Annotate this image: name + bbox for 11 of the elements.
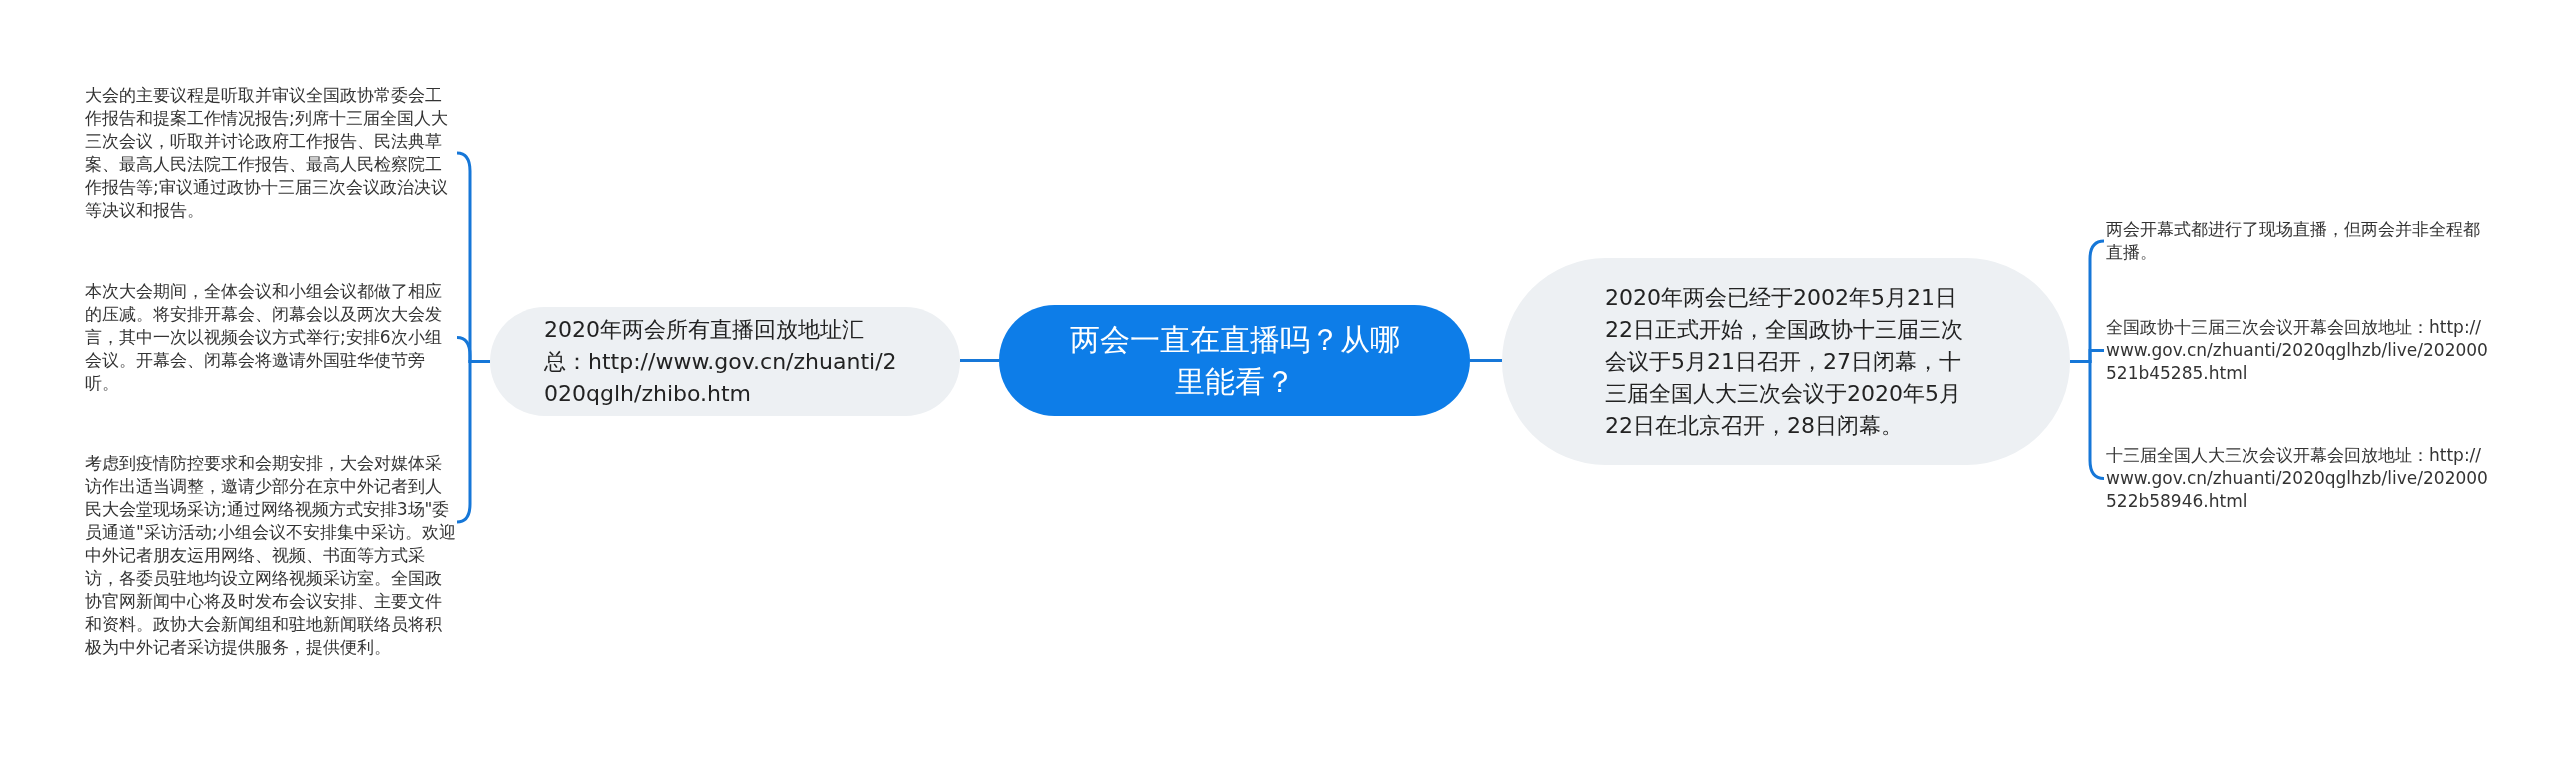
note-text: 考虑到疫情防控要求和会期安排，大会对媒体采访作出适当调整，邀请少部分在京中外记者到人民大会堂现场采访;通过网络视频方式安排3场"委员通道"采访活动;小组会议不安排集中采访。欢迎中外记者朋友运用网络、视频、书面等方式采访，各委员驻地均设立网络视频采访室。全国政协官网新闻中心将及时发布会议安排、主要文件和资料。政协大会新闻组和驻地新闻联络员将积极为中外记者采访提供服务，提供便利。 (85, 452, 457, 659)
topic-label: 2020年两会所有直播回放地址汇总：http://www.gov.cn/zhuanti/2020qglh/zhibo.htm (544, 315, 898, 408)
connector-line (1470, 359, 1502, 362)
note-text: 全国政协十三届三次会议开幕会回放地址：http://www.gov.cn/zhuanti/2020qglhzb/live/202000521b45285.html (2106, 316, 2491, 385)
topic-label: 2020年两会已经于2002年5月21日22日正式开始，全国政协十三届三次会议于5月21日召开，27日闭幕，十三届全国人大三次会议于2020年5月22日在北京召开，28日闭幕。 (1605, 283, 1964, 440)
note-text: 两会开幕式都进行了现场直播，但两会并非全程都直播。 (2106, 218, 2491, 264)
note-text: 大会的主要议程是听取并审议全国政协常委会工作报告和提案工作情况报告;列席十三届全国人大三次会议，听取并讨论政府工作报告、民法典草案、最高人民法院工作报告、最高人民检察院工作报告等;审议通过政协十三届三次会议政治决议等决议和报告。 (85, 84, 457, 222)
note-text: 本次大会期间，全体会议和小组会议都做了相应的压减。将安排开幕会、闭幕会以及两次大会发言，其中一次以视频会议方式举行;安排6次小组会议。开幕会、闭幕会将邀请外国驻华使节旁听。 (85, 280, 457, 395)
note-text: 十三届全国人大三次会议开幕会回放地址：http://www.gov.cn/zhuanti/2020qglhzb/live/202000522b58946.html (2106, 444, 2491, 513)
connector-line (960, 359, 999, 362)
topic-label: 两会一直在直播吗？从哪里能看？ (1069, 320, 1400, 401)
